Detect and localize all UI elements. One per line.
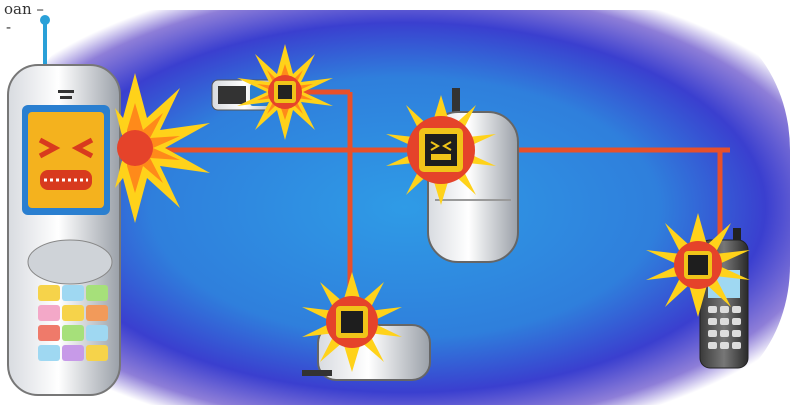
large-flip-phone-icon	[8, 15, 120, 395]
